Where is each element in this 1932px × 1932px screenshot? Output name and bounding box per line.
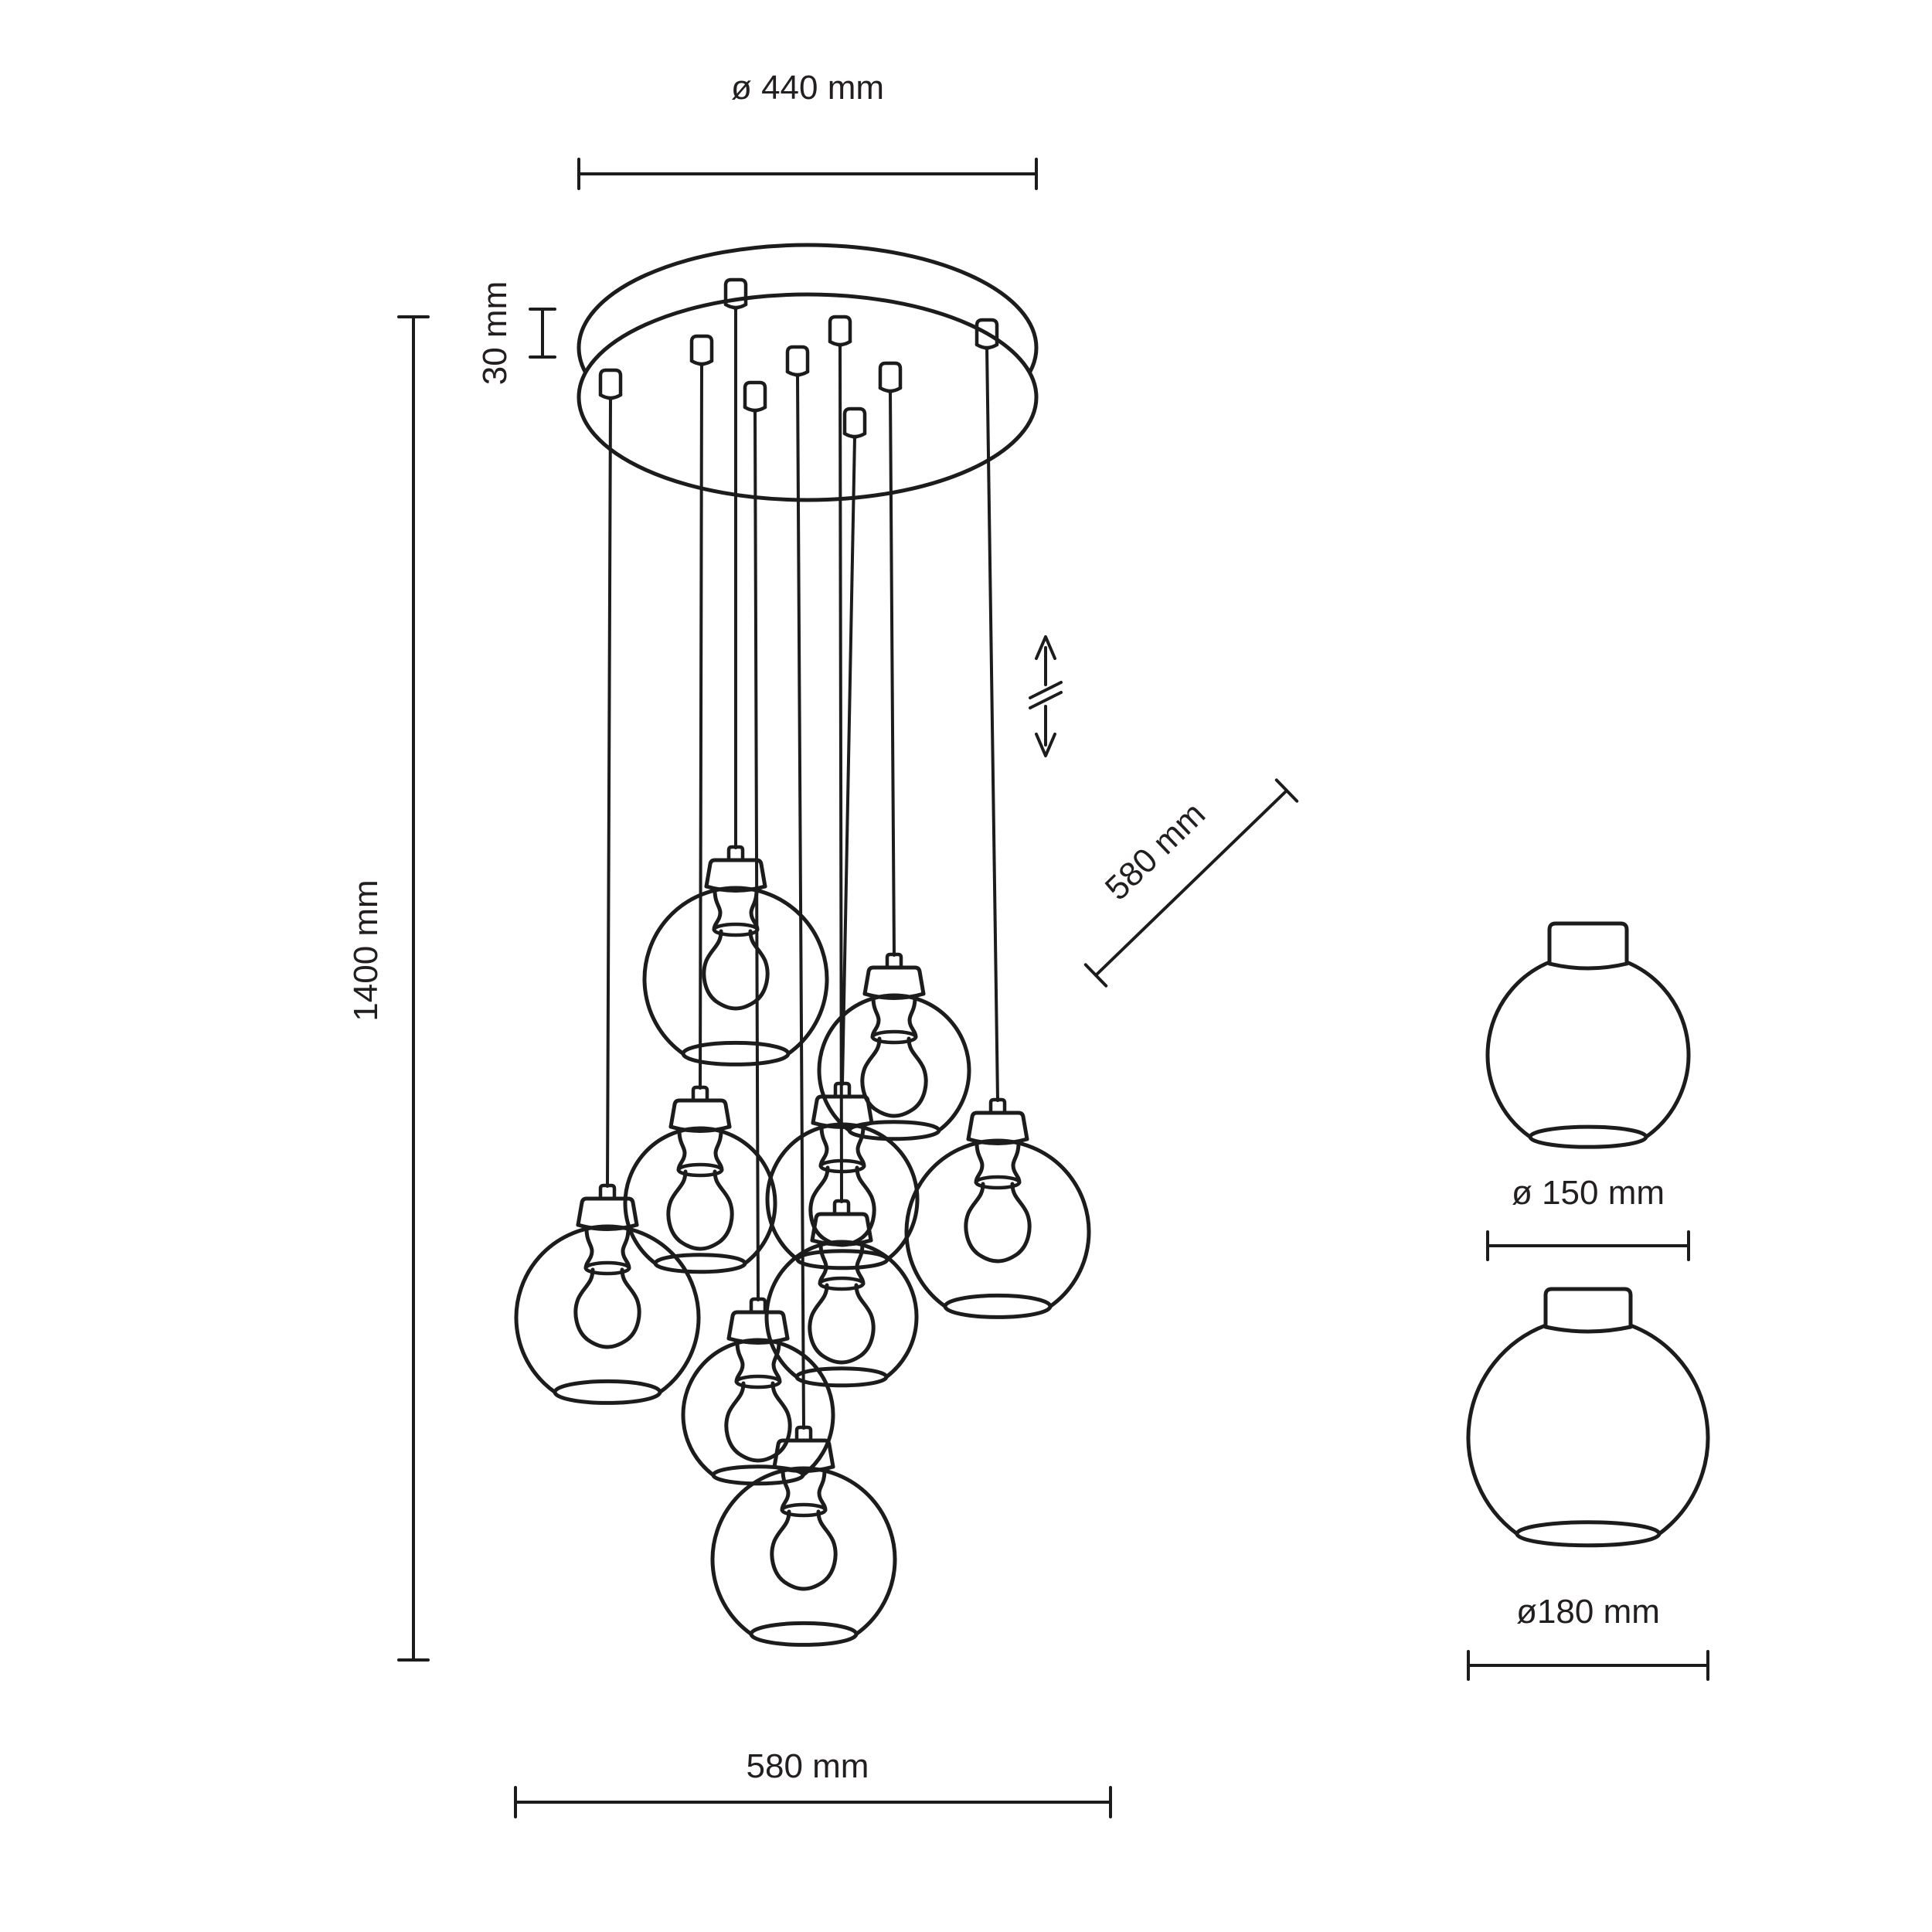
suspension-cord xyxy=(985,346,999,1102)
globe-opening xyxy=(795,1249,889,1270)
light-bulb xyxy=(860,1036,928,1118)
socket-waist xyxy=(734,1340,745,1384)
socket-waist xyxy=(818,1124,829,1168)
pendant-lamp xyxy=(514,1183,701,1405)
cord-length-label: 580 mm xyxy=(1098,795,1213,908)
socket-waist xyxy=(780,1468,791,1512)
glass-globe xyxy=(514,1224,701,1394)
shade-diameter-label: ø 150 mm xyxy=(1512,1174,1665,1212)
pendant-lamp xyxy=(765,1081,920,1270)
glass-globe xyxy=(817,993,971,1133)
canopy-diameter-label: ø 440 mm xyxy=(731,69,884,107)
socket-nipple xyxy=(885,952,903,970)
suspension-cord xyxy=(841,435,856,1086)
light-bulb xyxy=(808,1283,876,1365)
glass-globe xyxy=(764,1240,919,1379)
socket-waist xyxy=(583,1226,594,1270)
socket-nipple xyxy=(726,845,745,862)
suspension-cord xyxy=(753,409,760,1301)
socket-nipple xyxy=(749,1297,767,1315)
globe-opening xyxy=(794,1366,889,1388)
light-bulb xyxy=(724,1381,792,1463)
globe-opening xyxy=(711,1464,805,1486)
socket-cap xyxy=(704,858,767,889)
dim-cluster-width: 580 mm xyxy=(514,1747,1112,1818)
light-bulb xyxy=(573,1267,641,1349)
cluster-width-label: 580 mm xyxy=(747,1747,869,1785)
socket-waist xyxy=(818,1242,828,1286)
socket-cap xyxy=(810,1212,873,1243)
suspension-cord xyxy=(796,373,805,1430)
glass-globe xyxy=(765,1122,920,1262)
shade-glass xyxy=(1485,960,1552,1139)
reference-shade: ø 150 mm xyxy=(1485,921,1691,1261)
suspension-cord xyxy=(606,396,612,1188)
socket-waist xyxy=(712,888,723,932)
pendant-lamp xyxy=(642,845,829,1066)
socket-nipple xyxy=(833,1081,852,1099)
pendant-lamp xyxy=(904,1097,1091,1319)
socket-nipple xyxy=(832,1199,851,1216)
socket-nipple xyxy=(988,1097,1007,1115)
shade-opening xyxy=(1515,1520,1662,1548)
pendant-lamp xyxy=(817,952,971,1141)
canopy-height-label: 30 mm xyxy=(476,281,514,385)
socket-cap xyxy=(862,965,926,996)
light-bulb xyxy=(964,1182,1032,1264)
glass-globe xyxy=(642,886,829,1056)
globe-opening xyxy=(943,1293,1053,1319)
socket-cap xyxy=(668,1098,732,1129)
socket-cap xyxy=(772,1438,835,1469)
socket-nipple xyxy=(691,1085,709,1103)
pendant-lamp xyxy=(681,1297,835,1486)
height-adjuster-symbol xyxy=(1029,635,1063,757)
globe-opening xyxy=(847,1120,941,1141)
socket-cap xyxy=(966,1111,1029,1141)
pendant-lamp xyxy=(764,1199,919,1388)
dim-cord-length: 580 mm xyxy=(1083,778,1299,988)
shade-diameter-label: ø180 mm xyxy=(1516,1593,1660,1631)
socket-waist xyxy=(676,1128,687,1172)
pendant-lamp xyxy=(710,1425,897,1647)
dim-canopy-diameter: ø 440 mm xyxy=(577,69,1038,190)
light-bulb xyxy=(770,1509,838,1591)
light-bulb xyxy=(666,1169,734,1251)
dim-canopy-height: 30 mm xyxy=(476,281,556,385)
pendant-lamp xyxy=(623,1085,777,1274)
suspension-cord xyxy=(699,362,703,1090)
shade-collar xyxy=(1543,1287,1633,1329)
socket-nipple xyxy=(598,1183,617,1201)
shade-opening xyxy=(1528,1124,1648,1149)
glass-globe xyxy=(681,1338,835,1478)
socket-nipple xyxy=(794,1425,813,1443)
socket-cap xyxy=(726,1310,790,1341)
dim-total-height: 1400 mm xyxy=(347,315,430,1662)
socket-waist xyxy=(974,1141,985,1185)
socket-cap xyxy=(811,1094,874,1125)
socket-waist xyxy=(870,995,881,1039)
socket-cap xyxy=(576,1196,639,1227)
globe-opening xyxy=(681,1040,791,1066)
globe-opening xyxy=(653,1253,747,1274)
light-bulb xyxy=(702,929,770,1011)
suspension-cord xyxy=(889,389,896,957)
glass-globe xyxy=(710,1466,897,1636)
reference-shade: ø180 mm xyxy=(1466,1287,1710,1681)
glass-globe xyxy=(904,1138,1091,1308)
globe-opening xyxy=(553,1379,662,1405)
glass-globe xyxy=(623,1126,777,1266)
shade-glass xyxy=(1466,1323,1548,1536)
globe-opening xyxy=(749,1621,859,1647)
shade-collar xyxy=(1547,921,1629,966)
total-height-label: 1400 mm xyxy=(347,879,385,1021)
